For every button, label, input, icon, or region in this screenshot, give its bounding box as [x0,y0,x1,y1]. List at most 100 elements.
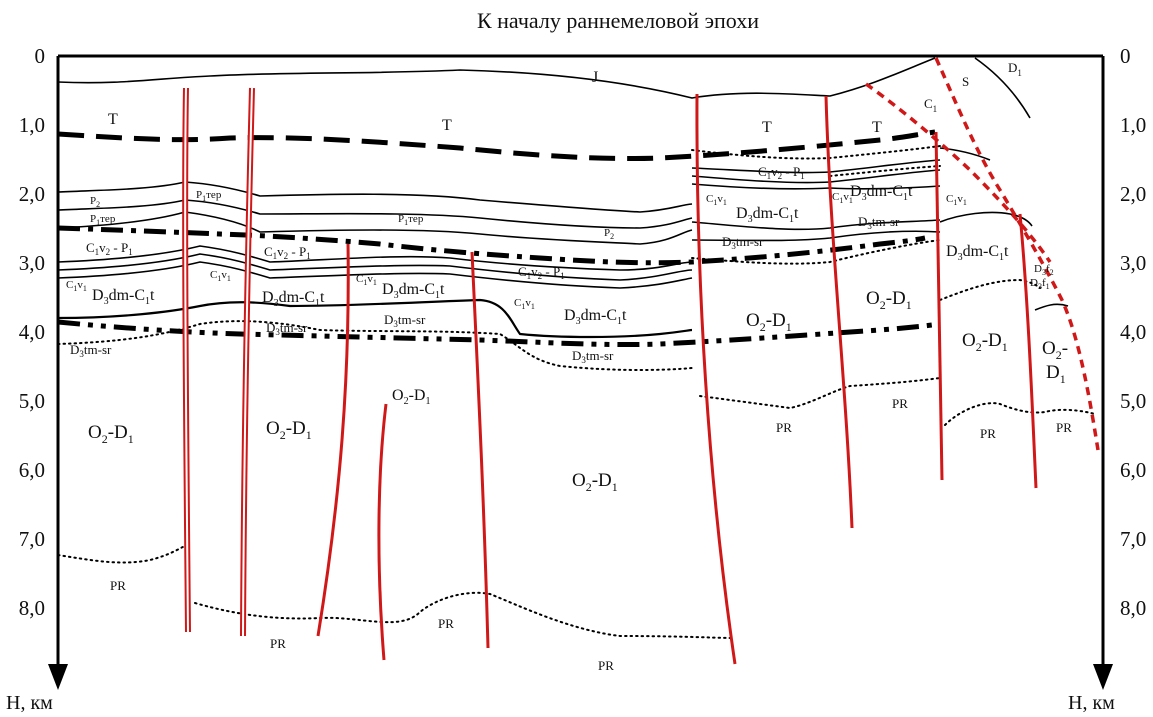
regional-boundaries [57,129,941,348]
label-pr-4: PR [598,658,614,673]
s-boundary [974,57,1031,119]
pr-top-middle [194,591,731,639]
label-d3dm-3: D3dm-C1t [382,281,445,301]
fault-9 [1018,213,1038,489]
label-d3tm-6: D3tm-sr [858,214,900,231]
label-d3dm-4: D3dm-C1t [564,307,627,327]
right-depth-tick: 6,0 [1120,458,1146,482]
label-d3f1: D3f1 [1030,277,1050,291]
label-s: S [962,74,969,89]
diagram-title: К началу раннемеловой эпохи [477,8,759,33]
double-fault-1-inner [184,87,189,633]
left-axis-arrow-icon [48,664,68,690]
label-d3dm-1: D3dm-C1t [92,287,155,307]
fault-dashed-2 [934,57,1100,451]
fault-8 [934,131,944,481]
label-t-1: T [108,111,118,128]
label-t-2: T [442,117,452,134]
label-c1v1-6: C1v1 [832,191,853,205]
tm-sr-base-east [691,239,941,265]
right-axis-arrow-icon [1093,664,1113,690]
d3-base-dashdot [57,319,941,348]
double-fault-2-inner [242,87,253,637]
label-o2-8: O2- [1042,338,1068,362]
label-o2d1-7: O2-D1 [962,330,1008,354]
label-pr-1: PR [110,578,126,593]
label-pr-7: PR [980,426,996,441]
label-t-3: T [762,119,772,136]
section-frame [48,54,1113,690]
top-d3tm-east [691,219,941,231]
label-d3dm-7: D3dm-C1t [946,243,1009,263]
label-d1-8: D1 [1046,362,1066,386]
label-c1v2p1-4: C1v2 - P1 [758,164,805,181]
label-c1v2p1-3: C1v2 - P1 [518,264,565,281]
top-d3tm-west [57,298,693,339]
left-depth-tick: 4,0 [19,320,45,344]
fault-3 [316,243,350,637]
left-depth-tick: 5,0 [19,389,45,413]
right-axis-label: H, км [1068,692,1115,714]
top-c1v2-east [691,159,941,174]
right-depth-tick: 0 [1120,44,1131,68]
label-c1v1-1: C1v1 [66,279,87,293]
label-p1ter-3: P1тер [398,213,424,227]
label-o2d1-1: O2-D1 [88,422,134,446]
label-o2d1-5: O2-D1 [746,310,792,334]
left-depth-tick: 6,0 [19,458,45,482]
label-d1-top: D1 [1008,60,1022,78]
label-d3tm-4: D3tm-sr [572,348,614,365]
fault-5 [470,251,490,649]
label-c1v2p1-2: C1v2 - P1 [264,244,311,261]
right-depth-tick: 5,0 [1120,389,1146,413]
east-block-dm-top [939,211,1033,227]
fault-4 [377,403,388,661]
top-d3tm-east-b [691,230,941,242]
label-pr-5: PR [776,420,792,435]
label-o2d1-2: O2-D1 [266,418,312,442]
label-p2-1: P2 [90,195,100,209]
label-t-4: T [872,119,882,136]
left-axis-label: H, км [6,692,53,714]
right-depth-tick: 4,0 [1120,320,1146,344]
right-depth-tick: 3,0 [1120,251,1146,275]
label-d3dm-2: D3dm-C1t [262,289,325,309]
label-pr-8: PR [1056,420,1072,435]
label-c1v1-5: C1v1 [706,193,727,207]
pr-top-east [699,377,941,410]
left-depth-tick: 3,0 [19,251,45,275]
label-d3dm-5: D3dm-C1t [736,205,799,225]
unit-labels: J T T T T S D1 C1 P2 P1тер P1тер P1тер P… [66,60,1072,673]
base-jurassic [57,57,936,99]
label-d3tm-1: D3tm-sr [70,342,112,359]
label-d3tm-2: D3tm-sr [266,320,308,337]
left-depth-tick: 1,0 [19,113,45,137]
right-depth-tick: 1,0 [1120,113,1146,137]
label-d3f2: D3f2 [1034,263,1054,277]
label-p1ter-2: P1тер [196,189,222,203]
base-p1ter-west [57,211,693,245]
label-pr-3: PR [438,616,454,631]
label-p2-2: P2 [604,227,614,241]
right-depth-tick: 7,0 [1120,527,1146,551]
label-o2d1-3: O2-D1 [392,387,430,407]
label-c1v1-4: C1v1 [514,297,535,311]
label-c1v2p1-1: C1v2 - P1 [86,240,133,257]
label-o2d1-6: O2-D1 [866,288,912,312]
left-depth-tick: 2,0 [19,182,45,206]
left-depth-tick: 0 [35,44,46,68]
east-f-top [1034,303,1069,311]
right-depth-tick: 2,0 [1120,182,1146,206]
p-base-dashdot [57,225,926,266]
label-c1v1-3: C1v1 [356,273,377,287]
right-depth-ticks: 01,02,03,04,05,06,07,08,0 [1120,44,1146,620]
c1-top-east-a [829,165,941,177]
fault-6 [695,93,737,665]
fault-7 [824,95,854,529]
top-p2-west [57,181,693,213]
label-c1: C1 [924,96,937,114]
label-c1v1-2: C1v1 [210,269,231,283]
top-p1ter-west [57,199,693,229]
pr-top-east-b [944,402,1096,426]
